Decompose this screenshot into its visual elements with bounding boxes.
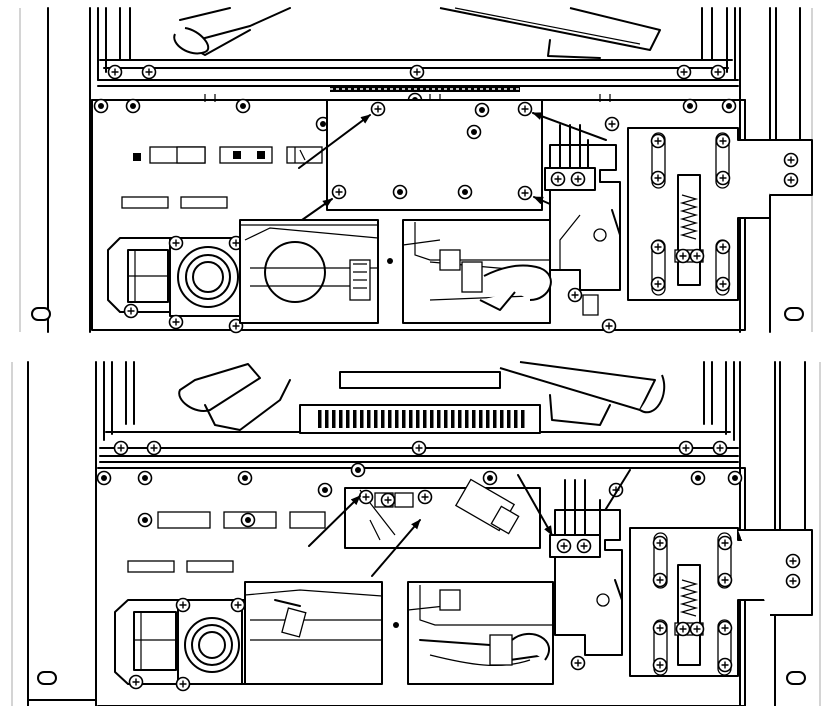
heatsink-fin bbox=[388, 410, 392, 428]
heatsink-fin bbox=[486, 410, 490, 428]
cover-plate bbox=[326, 99, 543, 211]
upper-chassis bbox=[97, 7, 739, 92]
panel-top bbox=[19, 7, 813, 334]
heatsink-fin bbox=[367, 410, 371, 428]
heatsink-fin bbox=[444, 410, 448, 428]
heatsink-fin bbox=[514, 410, 518, 428]
heatsink-fin bbox=[493, 410, 497, 428]
heatsink-fin bbox=[458, 410, 462, 428]
heatsink-fin bbox=[451, 410, 455, 428]
valve-bracket-top bbox=[627, 127, 813, 301]
heatsink-fin bbox=[437, 410, 441, 428]
motor-assembly-bottom bbox=[114, 597, 246, 692]
mounting-plate bbox=[91, 92, 746, 334]
window-right-bottom bbox=[407, 581, 554, 685]
heatsink-fin bbox=[465, 410, 469, 428]
switch-bracket-bottom bbox=[549, 479, 623, 671]
heatsink-fin bbox=[500, 410, 504, 428]
heatsink-fin bbox=[353, 410, 357, 428]
heatsink-fin bbox=[472, 410, 476, 428]
heatsink-fin bbox=[409, 410, 413, 428]
window-left bbox=[239, 219, 393, 324]
panel-bottom bbox=[11, 361, 821, 706]
heatsink-fin bbox=[416, 410, 420, 428]
heatsink-fin bbox=[507, 410, 511, 428]
motor-assembly bbox=[107, 235, 249, 330]
upper-chassis-bottom bbox=[99, 361, 739, 463]
heatsink-fins bbox=[318, 410, 525, 428]
heatsink-fin bbox=[360, 410, 364, 428]
valve-bracket-bottom bbox=[629, 527, 813, 677]
heatsink-fin bbox=[430, 410, 434, 428]
heatsink-fin bbox=[325, 410, 329, 428]
heatsink-fin bbox=[423, 410, 427, 428]
heatsink-fin bbox=[332, 410, 336, 428]
heatsink-fin bbox=[339, 410, 343, 428]
heatsink-fin bbox=[395, 410, 399, 428]
heatsink-fin bbox=[346, 410, 350, 428]
window-right bbox=[402, 219, 552, 324]
heatsink-fin bbox=[402, 410, 406, 428]
mounting-plate-bottom bbox=[96, 462, 746, 706]
heatsink-fin bbox=[479, 410, 483, 428]
heatsink-fin bbox=[381, 410, 385, 428]
window-left-bottom bbox=[244, 581, 399, 685]
heatsink-fin bbox=[318, 410, 322, 428]
center-opening bbox=[344, 478, 541, 549]
heatsink-fin bbox=[374, 410, 378, 428]
switch-bracket-top bbox=[544, 124, 621, 316]
heatsink-fin bbox=[521, 410, 525, 428]
